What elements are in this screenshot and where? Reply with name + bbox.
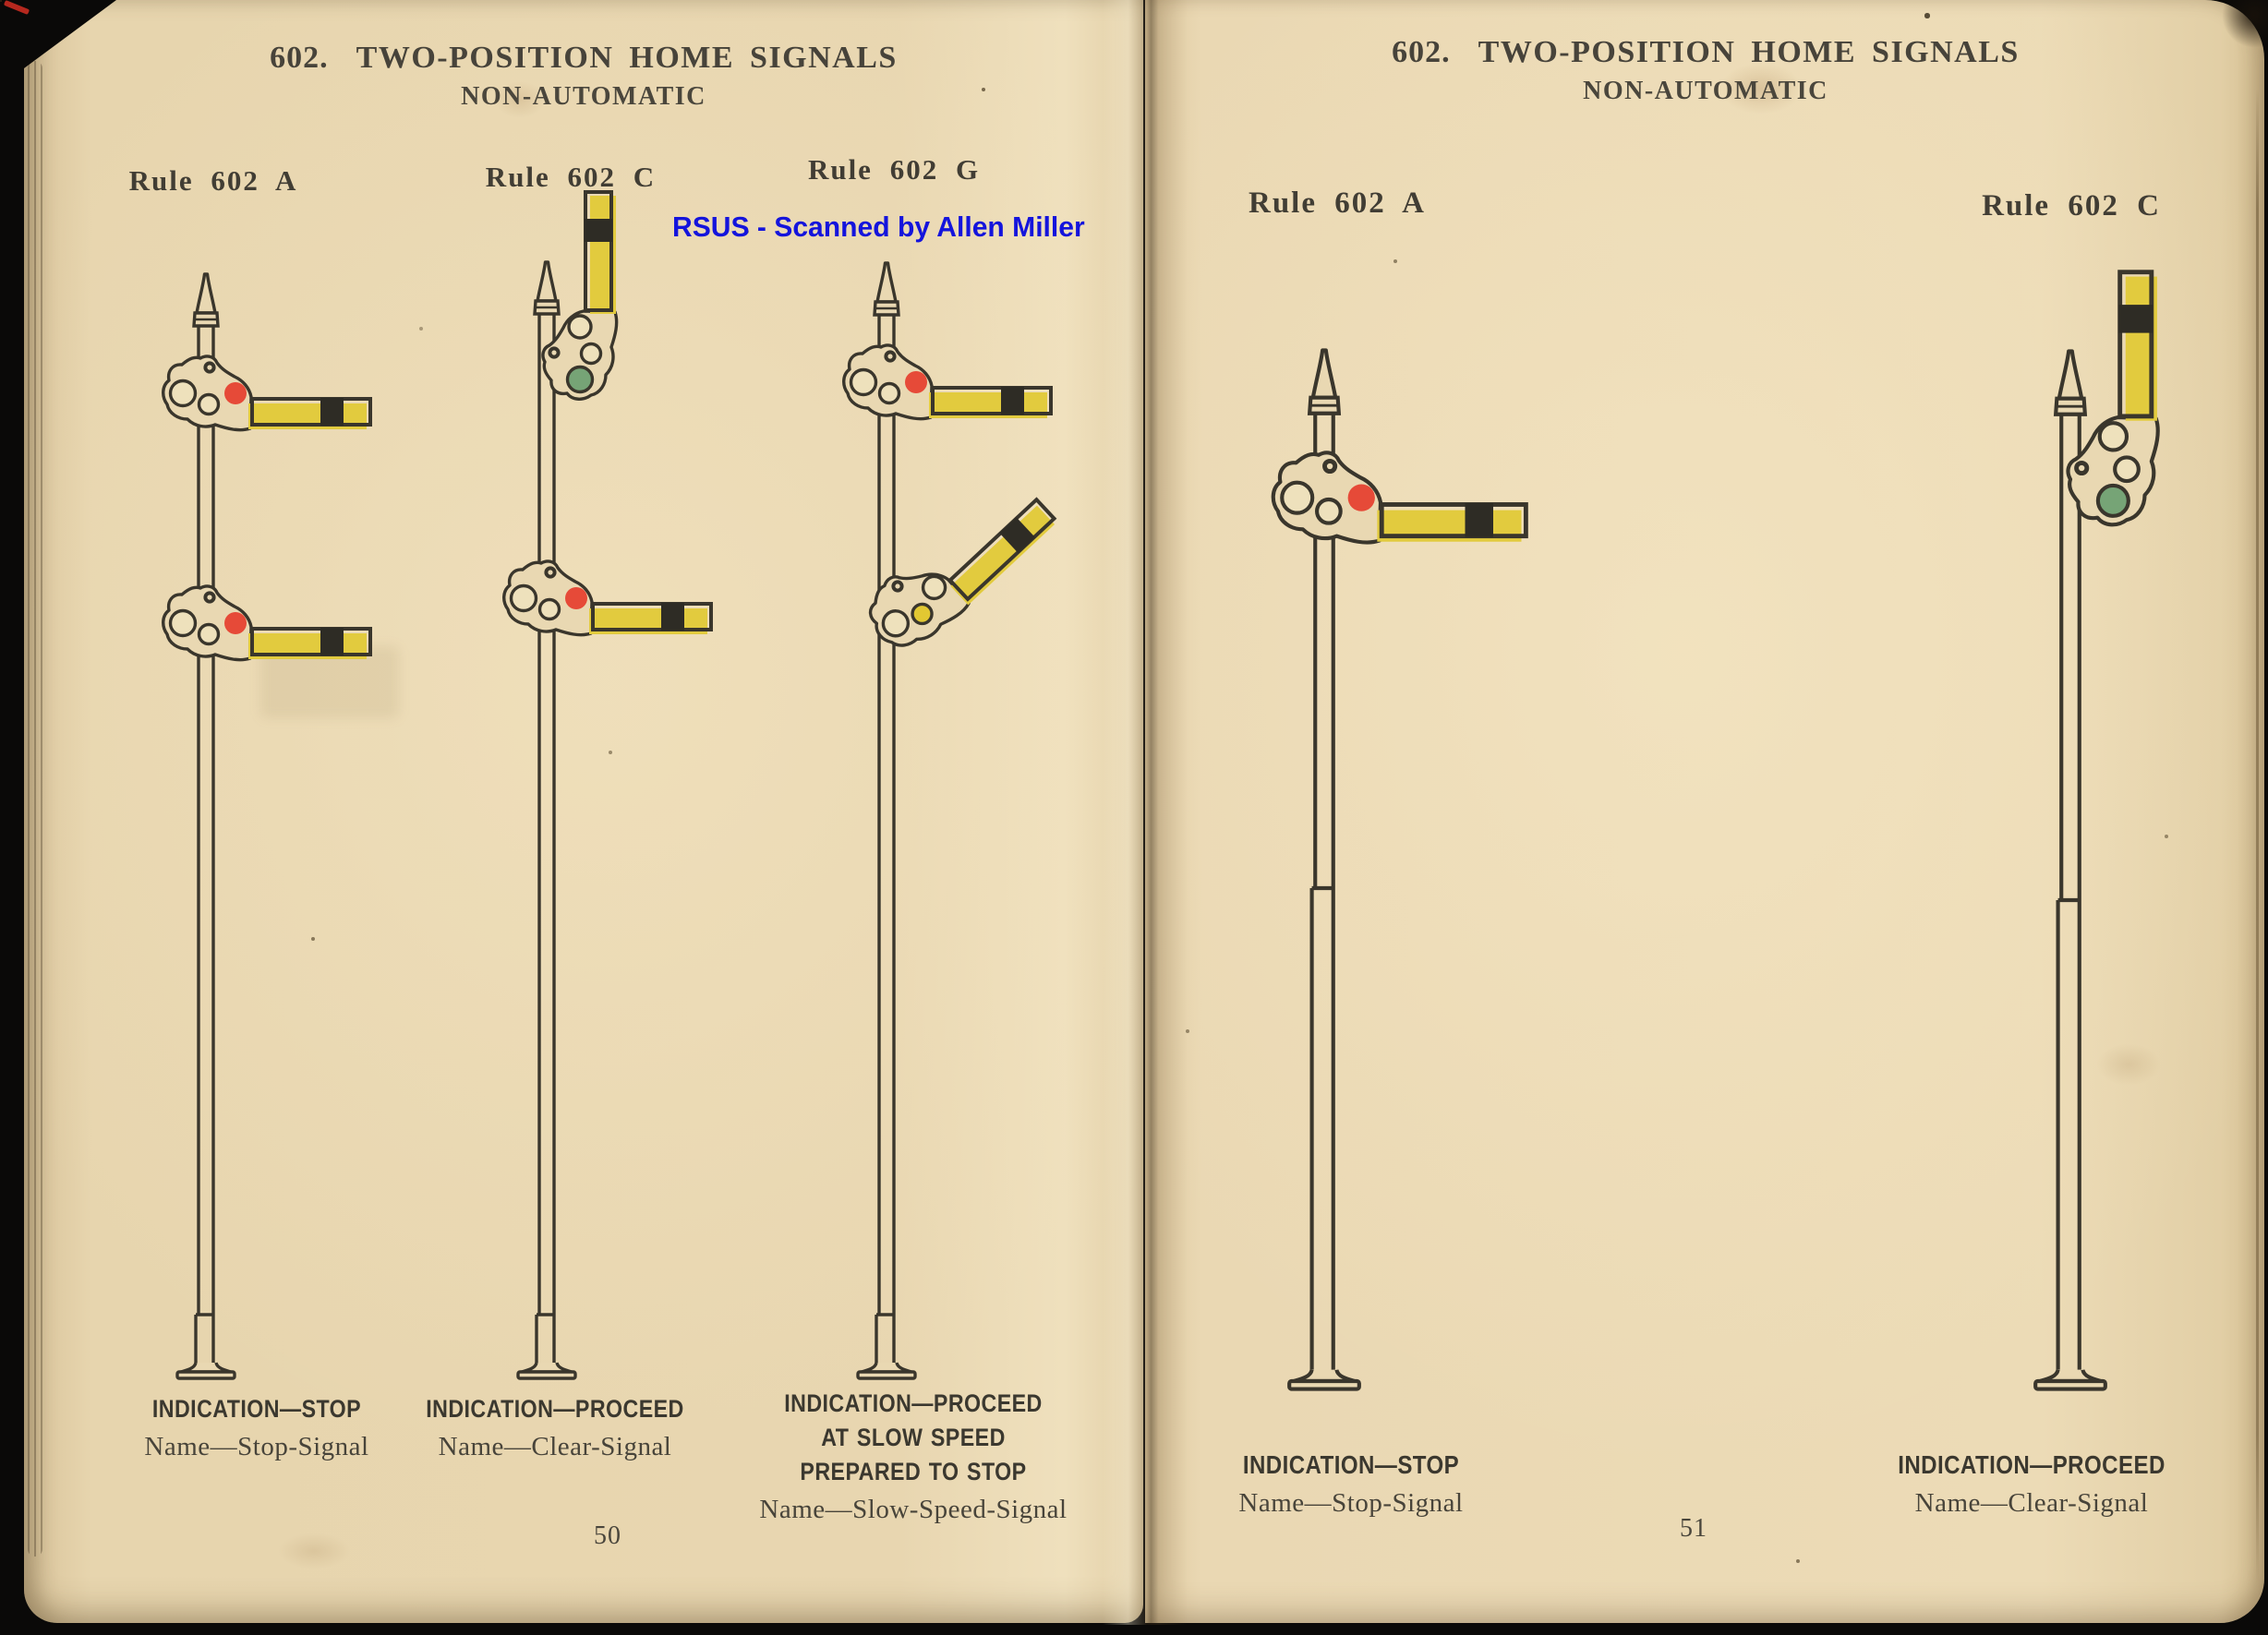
rule-label-602a-left: Rule 602 A (128, 164, 298, 197)
caption-slow-speed-left: INDICATION—PROCEED AT SLOW SPEED PREPARE… (759, 1387, 1067, 1525)
page-number-51: 51 (1680, 1514, 1707, 1543)
section-title-text: TWO-POSITION HOME SIGNALS (1478, 35, 2020, 69)
signal-name-text: Name—Clear-Signal (438, 1432, 672, 1461)
section-subtitle: NON-AUTOMATIC (1583, 77, 1828, 105)
rule-label-602c-right: Rule 602 C (1982, 189, 2161, 222)
page-title-right: 602. TWO-POSITION HOME SIGNALS NON-AUTOMA… (1392, 35, 2020, 106)
binding-red-mark (3, 0, 30, 16)
indication-text: PREPARED TO STOP (800, 1458, 1027, 1485)
paper-specks (0, 0, 2, 2)
rule-label-602c-left: Rule 602 C (485, 161, 657, 193)
signal-name-text: Name—Slow-Speed-Signal (759, 1495, 1068, 1524)
indication-text: INDICATION—PROCEED (1898, 1450, 2165, 1479)
signal-name-text: Name—Clear-Signal (1914, 1488, 2149, 1518)
caption-proceed-right: INDICATION—PROCEED Name—Clear-Signal (1876, 1448, 2188, 1519)
section-title-text: TWO-POSITION HOME SIGNALS (356, 41, 898, 75)
signal-name-text: Name—Stop-Signal (144, 1432, 369, 1461)
caption-proceed-left: INDICATION—PROCEED Name—Clear-Signal (404, 1392, 705, 1462)
caption-stop-left: INDICATION—STOP Name—Stop-Signal (135, 1392, 378, 1462)
section-title: 602. TWO-POSITION HOME SIGNALS (1392, 35, 2020, 70)
page-number-50: 50 (594, 1521, 621, 1550)
indication-text: INDICATION—STOP (151, 1395, 362, 1423)
rule-label-602a-right: Rule 602 A (1248, 186, 1427, 220)
section-number: 602. (270, 41, 329, 75)
signal-name-text: Name—Stop-Signal (1238, 1488, 1464, 1518)
section-subtitle: NON-AUTOMATIC (461, 82, 706, 111)
book-page-right (1145, 0, 2264, 1623)
scanner-watermark: RSUS - Scanned by Allen Miller (672, 210, 1085, 243)
section-number: 602. (1392, 35, 1451, 69)
rule-label-602g-left: Rule 602 G (807, 153, 981, 186)
indication-text: AT SLOW SPEED (821, 1424, 1006, 1451)
indication-text: INDICATION—PROCEED (784, 1389, 1043, 1417)
indication-text: INDICATION—PROCEED (426, 1395, 684, 1423)
page-title-left: 602. TWO-POSITION HOME SIGNALS NON-AUTOMA… (270, 41, 898, 112)
caption-stop-right: INDICATION—STOP Name—Stop-Signal (1225, 1448, 1477, 1519)
section-title: 602. TWO-POSITION HOME SIGNALS (270, 41, 898, 76)
indication-text: INDICATION—STOP (1242, 1450, 1460, 1479)
